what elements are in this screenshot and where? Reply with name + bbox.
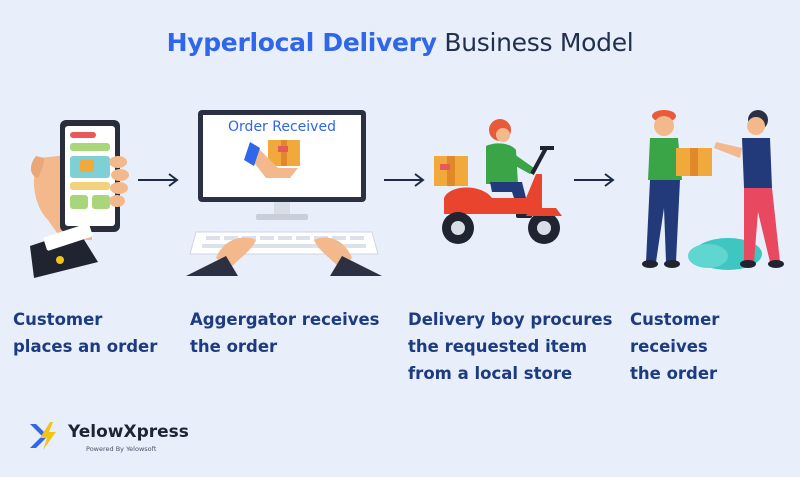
screen-text: Order Received: [228, 119, 336, 135]
flow-arrow-2: [384, 173, 425, 187]
step-caption-4: Customer receives the order: [630, 306, 800, 387]
scooter-delivery-icon: [434, 119, 562, 244]
diagram-title: Hyperlocal Delivery Business Model: [0, 28, 800, 57]
smartphone-order-icon: [30, 120, 129, 278]
caption-line: from a local store: [408, 364, 573, 383]
flow-arrow-1: [138, 173, 179, 187]
caption-line: Customer: [13, 310, 103, 329]
package-handoff-icon: [642, 110, 784, 270]
caption-line: Delivery boy procures: [408, 310, 613, 329]
flow-arrow-3: [574, 173, 615, 187]
caption-line: the order: [190, 337, 278, 356]
caption-line: Customer receives: [630, 310, 720, 356]
step-caption-2: Aggergator receives the order: [190, 306, 380, 360]
caption-line: the requested item: [408, 337, 588, 356]
caption-line: places an order: [13, 337, 158, 356]
brand-name: YelowXpress: [68, 422, 189, 442]
caption-line: Aggergator receives: [190, 310, 380, 329]
title-accent: Hyperlocal Delivery: [166, 28, 437, 57]
step-caption-1: Customer places an order: [13, 306, 157, 360]
computer-order-received-icon: Order Received: [186, 110, 382, 276]
step-caption-3: Delivery boy procures the requested item…: [408, 306, 612, 387]
caption-line: the order: [630, 364, 718, 383]
title-rest: Business Model: [436, 28, 634, 57]
yelowxpress-logo-icon: [30, 422, 56, 450]
brand-tagline: Powered By Yelowsoft: [86, 445, 157, 453]
